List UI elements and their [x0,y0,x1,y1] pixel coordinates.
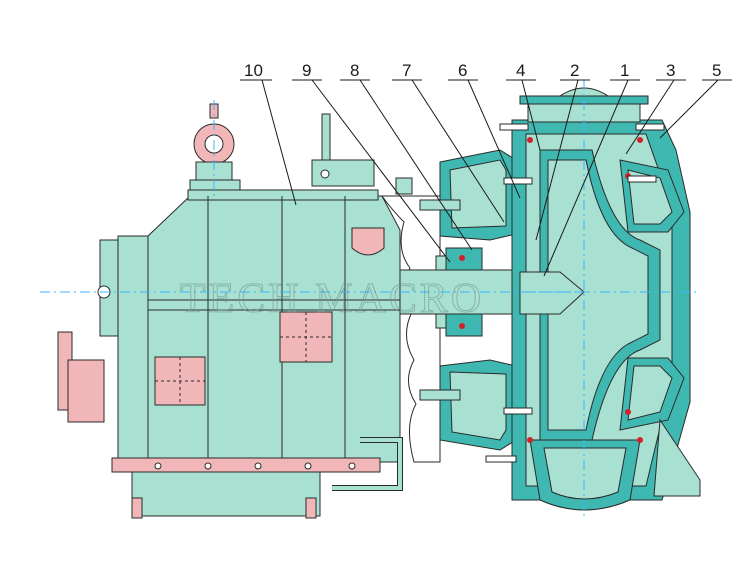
part-label-2: 2 [570,61,579,80]
part-label-3: 3 [666,61,675,80]
part-label-9: 9 [302,61,311,80]
part-label-10: 10 [244,61,263,80]
leader-lines [240,79,732,277]
part-label-8: 8 [350,61,359,80]
breather-cap [189,103,241,191]
part-label-4: 4 [516,61,525,80]
watermark-text: TECH MACRO [180,276,484,322]
part-labels: 10 9 8 7 6 4 2 1 3 5 [244,61,721,80]
part-label-1: 1 [620,61,629,80]
part-label-7: 7 [402,61,411,80]
part-label-5: 5 [712,61,721,80]
lifting-lever [311,113,413,195]
gearbox [57,189,403,519]
bearing-bracket [419,149,517,451]
center-lines [40,80,700,520]
part-label-6: 6 [458,61,467,80]
pump-casing [485,87,701,511]
